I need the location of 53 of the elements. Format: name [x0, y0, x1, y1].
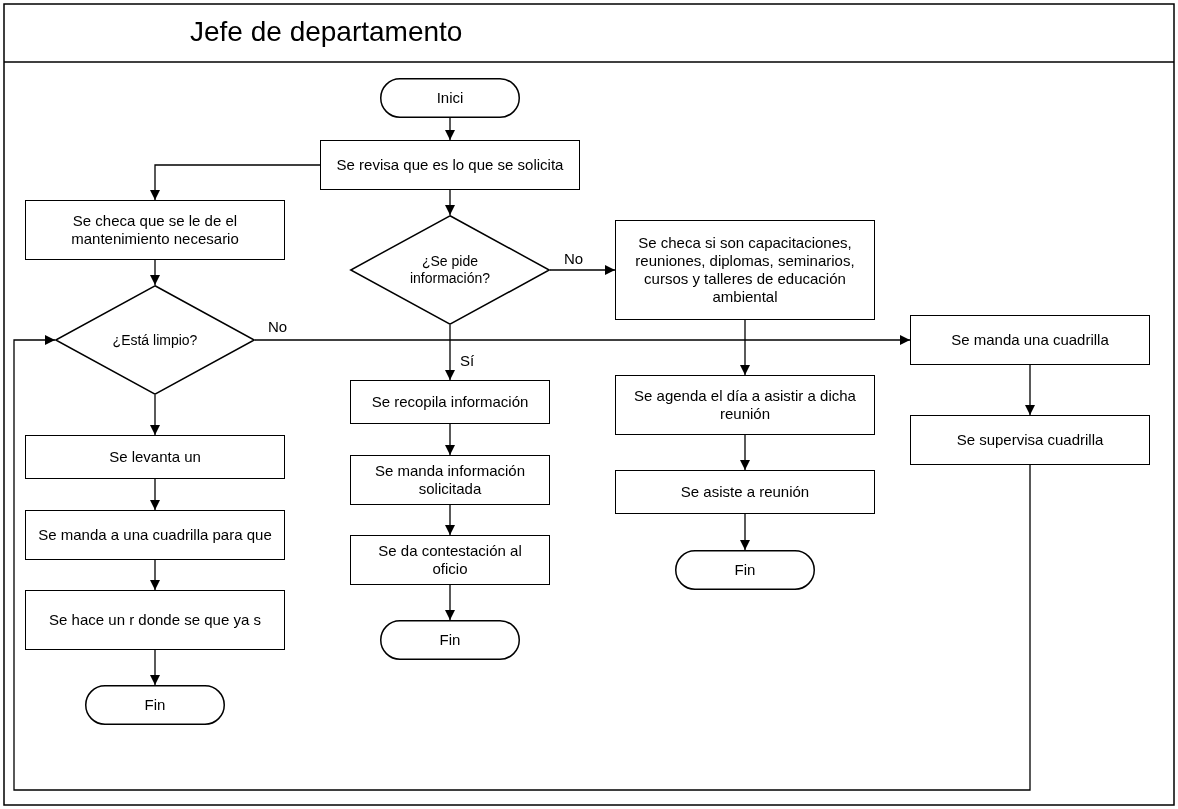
process-box [25, 510, 285, 560]
step-text: Se agenda el día a asistir a dicha reunión [633, 387, 857, 423]
step-text: Se da contestación al oficio [377, 542, 523, 578]
arrow [149, 394, 161, 436]
process-box [615, 375, 875, 435]
arrow [444, 189, 456, 216]
arrow [444, 324, 456, 381]
arrow [149, 559, 161, 591]
arrow [149, 259, 161, 286]
arrow [739, 513, 751, 551]
arrow [444, 584, 456, 621]
arrow [13, 334, 1031, 791]
arrow [739, 434, 751, 471]
step-text: Se revisa que es lo que se solicita [336, 156, 564, 174]
terminal-text: Fin [144, 696, 166, 714]
step-text: Se manda una cuadrilla [951, 331, 1109, 349]
step-text: Se manda a una cuadrilla para que [38, 526, 272, 544]
process-box [25, 435, 285, 479]
terminal-text: Inici [436, 89, 464, 107]
process-box [615, 470, 875, 514]
process-box [615, 220, 875, 320]
step-text: Se manda información solicitada [373, 462, 527, 498]
arrow [444, 504, 456, 536]
decision-text: ¿Está limpio? [112, 331, 198, 349]
step-text: Se levanta un [109, 448, 201, 466]
process-box [910, 415, 1150, 465]
step-text: Se checa si son capacitaciones, reuniones, diplomas, seminarios, cursos y talleres de educación ambiental [634, 234, 856, 306]
terminal-text: Fin [734, 561, 756, 579]
arrow [444, 423, 456, 456]
step-text: Se asiste a reunión [680, 483, 810, 501]
arrow [444, 117, 456, 141]
terminal-text: Fin [439, 631, 461, 649]
decision-text: ¿Se pide información? [408, 253, 492, 287]
process-box [350, 455, 550, 505]
step-text: Se checa que se le de el mantenimiento necesario [70, 212, 240, 248]
process-box [350, 380, 550, 424]
arrow [149, 649, 161, 686]
step-text: Se supervisa cuadrilla [956, 431, 1104, 449]
step-text: Se hace un r donde se que ya s [49, 611, 261, 629]
arrow [254, 334, 911, 346]
process-box [25, 200, 285, 260]
process-box [320, 140, 580, 190]
process-box [910, 315, 1150, 365]
edge-label: Sí [458, 352, 477, 369]
arrow [149, 478, 161, 511]
process-box [350, 535, 550, 585]
process-box [25, 590, 285, 650]
arrow [739, 319, 751, 376]
arrow [1024, 364, 1036, 416]
arrow [149, 164, 321, 201]
lane-header: Jefe de departamento [190, 16, 463, 48]
step-text: Se recopila información [371, 393, 529, 411]
arrow [549, 264, 616, 276]
